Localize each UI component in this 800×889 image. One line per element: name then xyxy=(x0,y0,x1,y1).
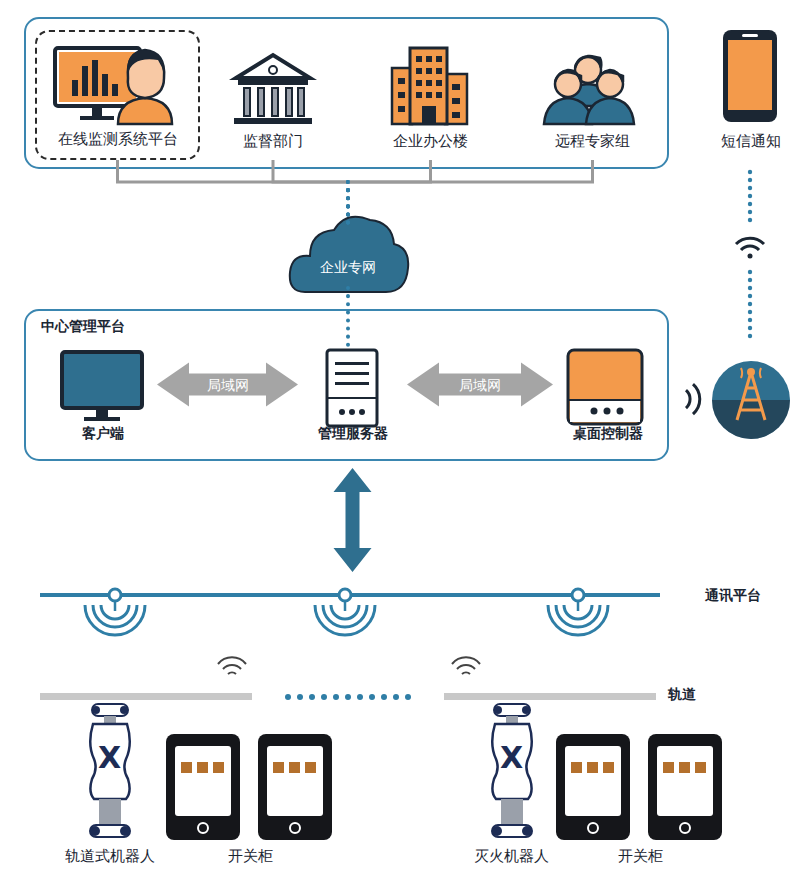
connector-label: 局域网 xyxy=(207,378,249,392)
tower-icon xyxy=(686,361,790,439)
labeled-icon: 开关柜 xyxy=(160,730,340,875)
top-panel xyxy=(25,18,668,168)
node-label: 在线监测系统平台 xyxy=(58,130,178,148)
connector xyxy=(334,468,372,572)
connector xyxy=(118,160,349,224)
node-label: 桌面控制器 xyxy=(573,425,643,442)
node-label: 监督部门 xyxy=(243,132,303,150)
connector xyxy=(273,160,348,224)
cloud-node: 企业专网 xyxy=(298,220,398,292)
connector xyxy=(157,363,298,407)
monitor-icon xyxy=(55,48,172,124)
cloud-shape xyxy=(290,217,408,292)
office-building-icon xyxy=(392,48,467,124)
node-label: 企业办公楼 xyxy=(393,132,468,150)
connector xyxy=(348,160,431,224)
connector-label: 局域网 xyxy=(459,378,501,392)
labeled-icon: 管理服务器 xyxy=(300,345,405,452)
labeled-icon: 轨道式机器人 xyxy=(50,705,170,875)
government-building-icon xyxy=(234,55,312,124)
labeled-icon: 短信通知 xyxy=(705,45,797,160)
client-monitor-icon xyxy=(62,352,142,421)
communication-band: 通讯平台 xyxy=(40,580,765,610)
labeled-icon: 企业办公楼 xyxy=(378,45,483,160)
rail xyxy=(40,657,656,700)
node-label: 远程专家组 xyxy=(555,132,630,150)
node-label: 通讯平台 xyxy=(705,587,761,604)
node-label: 管理服务器 xyxy=(318,425,388,442)
node-label: 开关柜 xyxy=(228,847,273,865)
node-label: 短信通知 xyxy=(721,132,781,150)
labeled-icon: 远程专家组 xyxy=(530,45,655,160)
node-label: 企业专网 xyxy=(320,259,376,276)
experts-icon xyxy=(544,56,634,124)
rail-label: 轨道 xyxy=(668,687,696,701)
wireless-link xyxy=(736,170,764,338)
communication-line xyxy=(40,589,660,635)
connector xyxy=(348,288,349,345)
labeled-icon: 客户端 xyxy=(50,345,155,452)
node-label: 开关柜 xyxy=(618,847,663,865)
labeled-icon: 监督部门 xyxy=(222,45,324,160)
phone-icon xyxy=(723,30,777,122)
connector xyxy=(407,363,553,407)
server-icon xyxy=(327,350,377,426)
node-label: 客户端 xyxy=(82,425,124,442)
node-label: 中心管理平台 xyxy=(41,318,125,335)
robot-logo: X xyxy=(500,743,523,773)
platform-box: 在线监测系统平台 xyxy=(35,30,200,160)
desktop-controller-icon xyxy=(568,350,642,424)
labeled-icon: 灭火机器人 xyxy=(450,705,572,875)
node-label: 灭火机器人 xyxy=(474,847,549,865)
labeled-icon: 开关柜 xyxy=(548,730,733,875)
node-label: 轨道式机器人 xyxy=(65,847,155,865)
panel-box: 中心管理平台客户端 管理服务器 桌面控制器 xyxy=(25,310,668,460)
robot-logo: X xyxy=(98,743,121,773)
center-panel xyxy=(25,310,668,460)
robots-and-cabinets xyxy=(90,704,722,840)
labeled-icon: 桌面控制器 xyxy=(555,345,660,452)
connector xyxy=(348,160,593,224)
